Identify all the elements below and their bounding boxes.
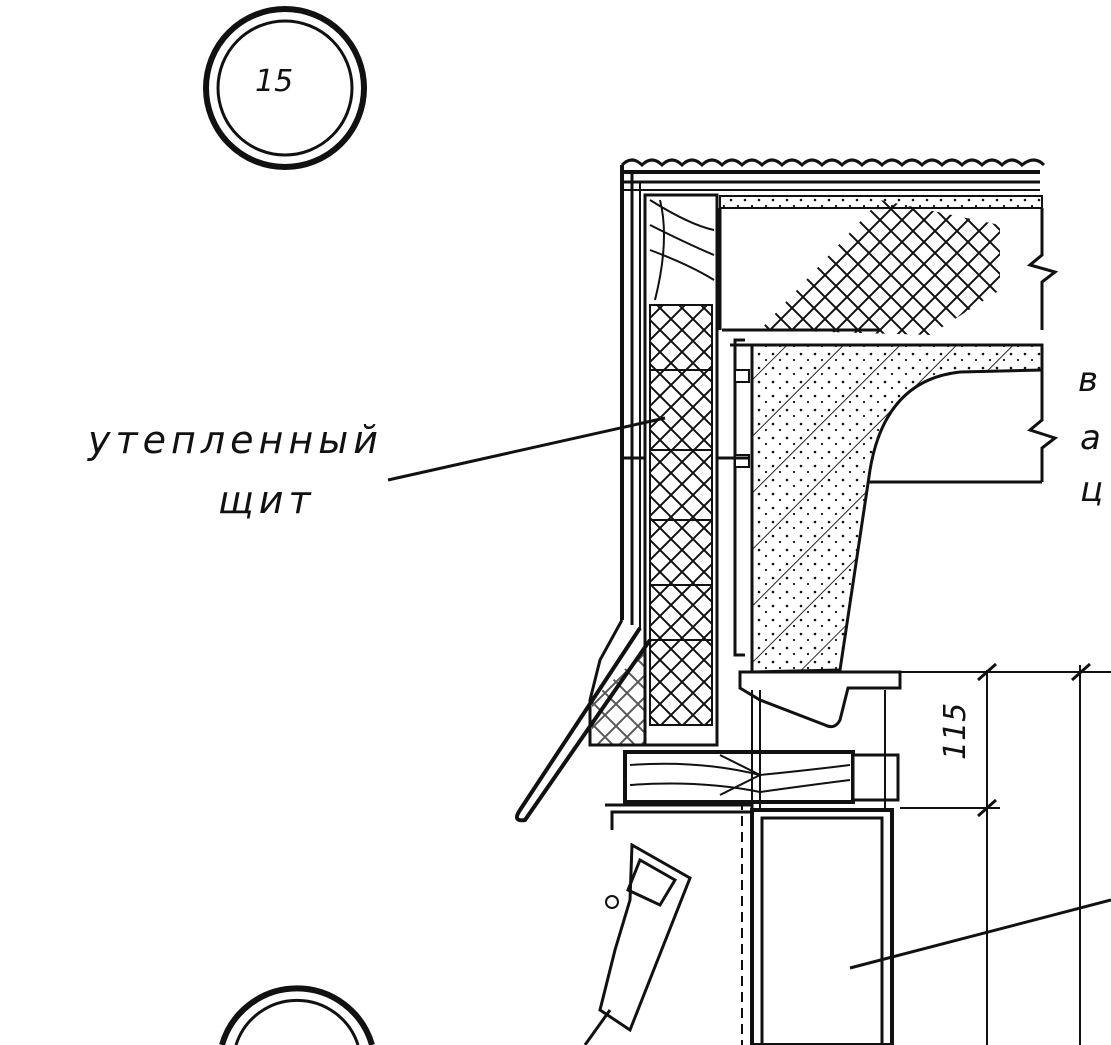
break-line — [1026, 208, 1059, 330]
window-frame — [605, 690, 894, 1045]
detail-marker-number: 15 — [255, 64, 294, 99]
outer-cladding — [588, 165, 645, 747]
timber-sill — [623, 750, 900, 804]
leader-line-panel — [387, 416, 666, 482]
bracket — [738, 670, 902, 729]
insulated-panel-label-line2: щит — [218, 478, 316, 522]
detail-marker-bottom — [219, 985, 375, 1045]
roof-insulation — [760, 200, 1000, 335]
drip-flashing — [514, 626, 652, 823]
insulated-panel — [643, 193, 719, 747]
dimension-value: 115 — [938, 702, 973, 760]
cut-label-2: а — [1080, 418, 1101, 458]
cut-label-3: ц — [1080, 470, 1104, 510]
dimension-line — [900, 662, 1111, 1045]
leader-line-gutter — [583, 1009, 612, 1045]
gravel-layer — [620, 158, 1046, 191]
detail-marker-top — [203, 6, 367, 170]
insulated-panel-label: утепленный — [88, 418, 383, 462]
leader-line-window — [849, 898, 1111, 970]
cut-label-1: в — [1078, 360, 1099, 400]
gutter-profile — [598, 842, 692, 1033]
